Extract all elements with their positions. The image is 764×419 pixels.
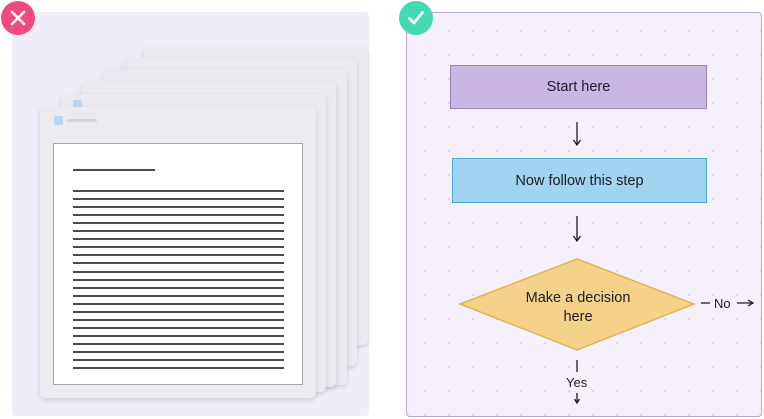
decision-label-line-1: Make a decision (525, 290, 631, 306)
document-text-line (73, 310, 284, 313)
arrow-decision-no-right (737, 299, 755, 307)
document-text-line (73, 359, 284, 362)
document-text-line (73, 198, 284, 201)
document-text-line (73, 326, 284, 329)
document-text-line (73, 262, 284, 265)
document-text-line (73, 342, 284, 345)
document-text-line (73, 286, 284, 289)
document-window (40, 107, 316, 398)
document-text-line (73, 214, 284, 217)
document-text-line (73, 302, 284, 305)
cross-badge (1, 1, 35, 35)
document-text-line (73, 190, 284, 192)
document-text-line (73, 206, 284, 209)
no-edge-label: No (714, 296, 731, 311)
document-text-line (73, 254, 284, 257)
step-node-label: Now follow this step (515, 172, 644, 189)
window-icon (54, 116, 63, 125)
document-text-line (73, 334, 284, 337)
start-node-label: Start here (546, 79, 611, 95)
yes-edge-label: Yes (566, 375, 588, 390)
check-badge (399, 1, 433, 35)
window-title-placeholder (67, 119, 97, 122)
document-text-line (73, 318, 284, 321)
document-text-line (73, 230, 284, 233)
document-text-line (73, 238, 284, 241)
arrow-start-to-step (572, 122, 582, 147)
check-icon (408, 11, 424, 25)
document-text-line (73, 278, 284, 281)
flowchart-step-node: Now follow this step (452, 158, 707, 203)
decision-label-line-2: here (563, 309, 593, 325)
cross-icon (10, 10, 26, 26)
flowchart-start-node: Start here (450, 65, 707, 109)
window-icon (73, 100, 82, 109)
document-text-line (73, 294, 284, 297)
document-heading-line (73, 169, 155, 171)
document-text-line (73, 246, 284, 249)
document-text-line (73, 270, 284, 273)
document-page (53, 143, 303, 385)
decision-node-label: Make a decision here (508, 289, 648, 327)
flowchart-decision-diamond (457, 258, 697, 351)
document-text-line (73, 351, 284, 353)
arrow-decision-yes-bottom (573, 393, 581, 405)
arrow-step-to-decision (572, 216, 582, 243)
document-text-line (73, 222, 284, 225)
document-text-line (73, 367, 284, 370)
